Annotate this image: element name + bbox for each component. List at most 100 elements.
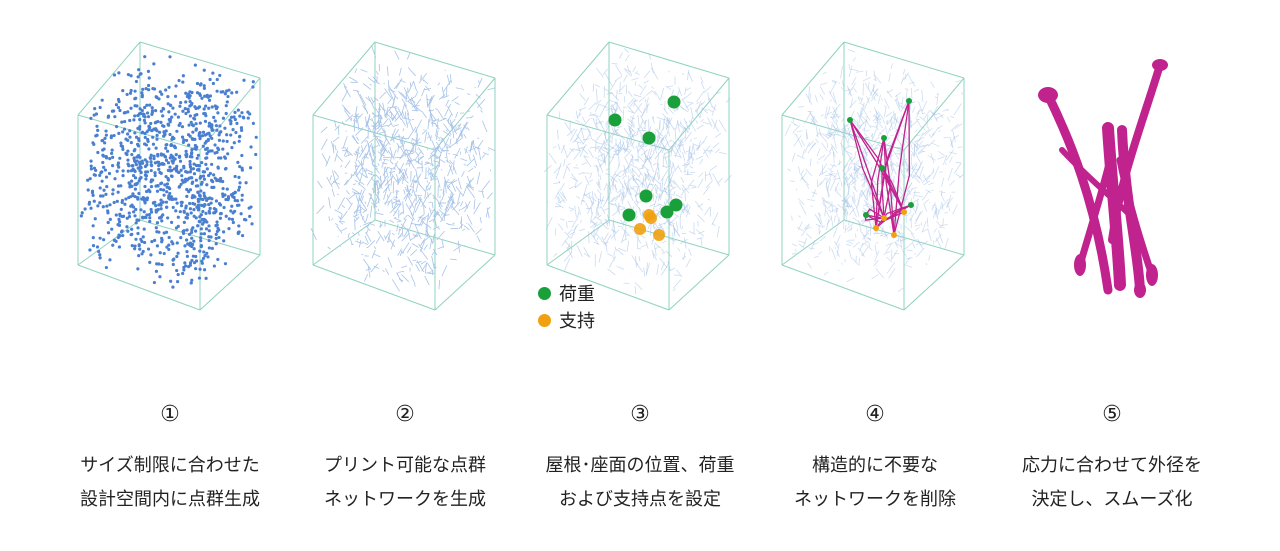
network-edge <box>663 186 667 190</box>
cloud-point <box>161 213 165 217</box>
frame-edge <box>77 41 141 116</box>
cloud-point <box>108 217 112 221</box>
network-edge <box>836 207 839 212</box>
network-edge <box>621 196 625 201</box>
cloud-point <box>204 156 208 160</box>
network-edge <box>468 153 471 162</box>
network-edge <box>941 177 945 187</box>
network-edge <box>724 174 732 183</box>
network-edge <box>435 128 438 137</box>
cloud-point <box>95 124 99 128</box>
cloud-point <box>184 149 188 153</box>
network-edge <box>903 72 910 81</box>
network-edge <box>611 210 619 217</box>
cloud-point <box>194 178 198 182</box>
network-edge <box>834 189 842 198</box>
network-edge <box>826 177 828 187</box>
network-edge <box>401 140 405 147</box>
cloud-point <box>100 179 104 183</box>
network-edge <box>855 166 859 180</box>
network-edge <box>443 212 446 221</box>
network-edge <box>658 193 661 201</box>
cloud-point <box>198 267 202 271</box>
cloud-point <box>162 124 166 128</box>
network-edge <box>830 170 834 173</box>
network-edge <box>595 206 600 217</box>
network-edge <box>916 247 925 258</box>
network-edge <box>606 253 614 257</box>
network-edge <box>594 216 603 222</box>
network-edge <box>553 182 560 184</box>
cloud-point <box>95 133 99 137</box>
support-marker-icon <box>538 313 551 327</box>
cloud-point <box>218 131 222 135</box>
network-edge <box>454 101 460 105</box>
network-edge <box>596 189 602 195</box>
network-edge <box>337 235 339 238</box>
network-edge <box>421 129 428 135</box>
network-edge <box>473 199 476 210</box>
cloud-point <box>214 232 218 236</box>
network-edge <box>458 208 461 212</box>
network-edge <box>583 97 590 106</box>
network-edge <box>801 224 810 237</box>
network-edge <box>430 175 432 181</box>
cloud-point <box>161 114 165 118</box>
network-edge <box>396 203 401 206</box>
network-edge <box>930 81 935 88</box>
network-edge <box>658 187 666 199</box>
network-edge <box>681 226 684 230</box>
network-edge <box>564 240 573 250</box>
network-edge <box>912 242 916 249</box>
cloud-point <box>226 94 230 99</box>
network-edge <box>911 150 915 156</box>
network-edge <box>665 117 669 128</box>
network-edge <box>700 118 704 123</box>
cloud-point <box>149 121 153 126</box>
network-edge <box>627 90 633 98</box>
network-edge <box>603 87 612 94</box>
network-edge <box>452 160 455 171</box>
network-edge <box>613 128 619 132</box>
network-edge <box>928 133 932 138</box>
cloud-point <box>117 233 121 237</box>
network-edge <box>446 105 449 109</box>
network-edge <box>575 181 577 189</box>
network-edge <box>623 182 632 196</box>
cloud-point <box>93 217 97 221</box>
network-edge <box>438 147 444 159</box>
network-edge <box>825 210 831 219</box>
network-edge <box>791 252 797 255</box>
network-edge <box>428 201 432 204</box>
network-edge <box>652 171 657 181</box>
network-edge <box>840 66 843 79</box>
network-edge <box>595 132 603 142</box>
network-edge <box>916 109 921 118</box>
network-edge <box>434 154 439 158</box>
network-edge <box>406 52 411 60</box>
network-edge <box>795 134 803 148</box>
network-edge <box>803 223 810 230</box>
network-edge <box>420 220 428 227</box>
network-edge <box>707 92 710 102</box>
cloud-point <box>218 212 223 216</box>
network-edge <box>452 153 459 157</box>
network-edge <box>463 225 470 231</box>
support-point <box>634 223 646 235</box>
network-edge <box>820 114 824 117</box>
cloud-point <box>202 232 207 236</box>
network-edge <box>434 196 443 208</box>
network-edge <box>588 149 594 158</box>
network-edge <box>378 149 386 162</box>
network-edge <box>396 178 400 182</box>
network-edge <box>847 187 850 195</box>
cloud-point <box>180 135 185 139</box>
cloud-point <box>158 216 162 220</box>
network-edge <box>928 182 935 186</box>
cloud-point <box>246 116 250 120</box>
cloud-point <box>236 108 240 112</box>
step-5-number: ⑤ <box>1102 402 1122 427</box>
network-edge <box>368 138 374 144</box>
network-edge <box>644 155 646 163</box>
network-edge <box>344 160 351 169</box>
